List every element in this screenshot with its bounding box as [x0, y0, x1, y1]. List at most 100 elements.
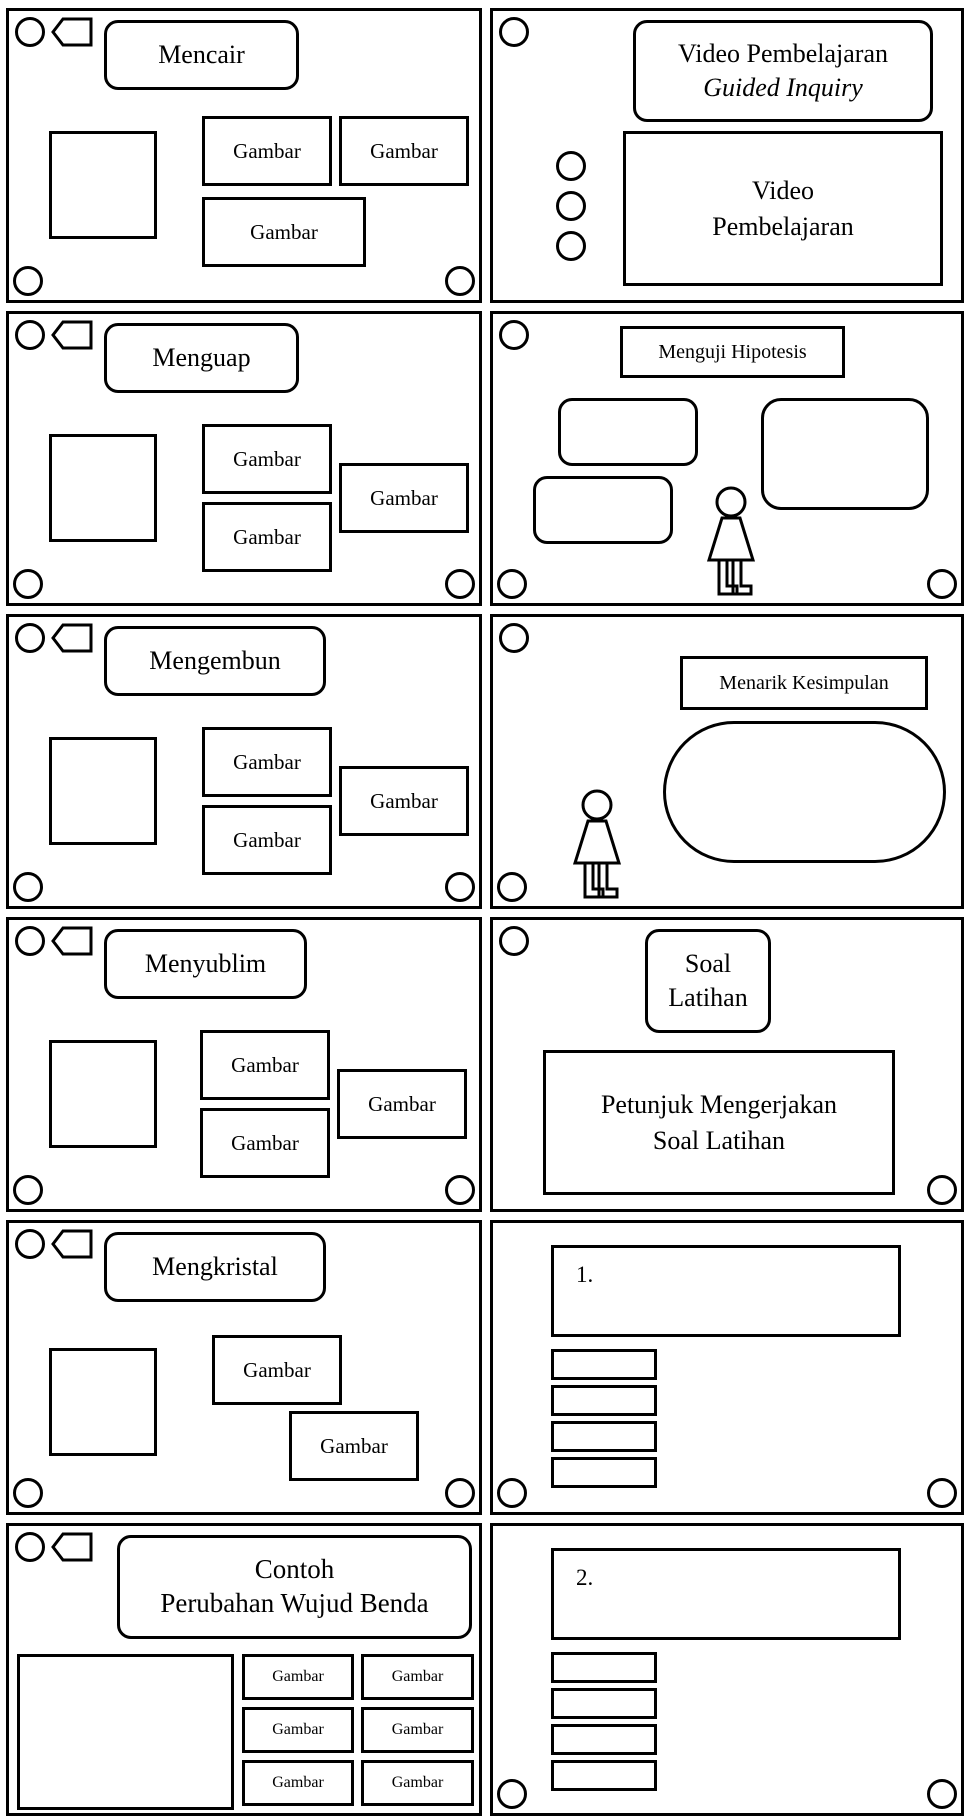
next-circle-icon[interactable] [445, 569, 475, 599]
menu-circle-icon[interactable] [556, 151, 586, 181]
image-placeholder: Gambar [202, 116, 332, 186]
image-placeholder: Gambar [202, 424, 332, 494]
slide-title: Contoh Perubahan Wujud Benda [117, 1535, 472, 1639]
slide-menyublim: Menyublim Gambar Gambar Gambar [6, 917, 482, 1212]
prev-circle-icon[interactable] [13, 872, 43, 902]
answer-option[interactable] [551, 1652, 657, 1683]
home-circle-icon[interactable] [15, 623, 45, 653]
slide-title-line1: Contoh [254, 1554, 335, 1585]
image-placeholder: Gambar [200, 1030, 330, 1100]
back-tag-icon[interactable] [51, 1532, 93, 1562]
question-box: 1. [551, 1245, 901, 1337]
slide-mengkristal: Mengkristal Gambar Gambar [6, 1220, 482, 1515]
image-placeholder: Gambar [202, 727, 332, 797]
slide-title: Menyublim [104, 929, 307, 999]
slide-title: Mengkristal [104, 1232, 326, 1302]
slide-menguap: Menguap Gambar Gambar Gambar [6, 311, 482, 606]
image-placeholder: Gambar [339, 463, 469, 533]
slide-title: Soal Latihan [645, 929, 771, 1033]
home-circle-icon[interactable] [15, 320, 45, 350]
back-tag-icon[interactable] [51, 1229, 93, 1259]
home-circle-icon[interactable] [499, 320, 529, 350]
home-circle-icon[interactable] [15, 17, 45, 47]
answer-option[interactable] [551, 1349, 657, 1380]
next-circle-icon[interactable] [445, 872, 475, 902]
answer-option[interactable] [551, 1760, 657, 1791]
image-placeholder: Gambar [212, 1335, 342, 1405]
slide-title: Mengembun [104, 626, 326, 696]
answer-option[interactable] [551, 1688, 657, 1719]
prev-circle-icon[interactable] [497, 1478, 527, 1508]
prev-circle-icon[interactable] [13, 1175, 43, 1205]
text-bubble [558, 398, 698, 466]
back-tag-icon[interactable] [51, 17, 93, 47]
slide-title: Menguji Hipotesis [620, 326, 845, 378]
home-circle-icon[interactable] [15, 1229, 45, 1259]
next-circle-icon[interactable] [927, 1779, 957, 1809]
instructions-box: Petunjuk Mengerjakan Soal Latihan [543, 1050, 895, 1195]
slide-mengembun: Mengembun Gambar Gambar Gambar [6, 614, 482, 909]
person-figure-icon [569, 789, 625, 909]
back-tag-icon[interactable] [51, 926, 93, 956]
answer-option[interactable] [551, 1724, 657, 1755]
image-placeholder: Gambar [361, 1760, 474, 1806]
image-placeholder: Gambar [289, 1411, 419, 1481]
image-placeholder-large [17, 1654, 234, 1810]
instructions-line1: Petunjuk Mengerjakan [600, 1090, 838, 1120]
conclusion-bubble [663, 721, 946, 863]
slide-title-line1: Video Pembelajaran [678, 39, 888, 69]
next-circle-icon[interactable] [445, 266, 475, 296]
answer-option[interactable] [551, 1385, 657, 1416]
home-circle-icon[interactable] [15, 1532, 45, 1562]
prev-circle-icon[interactable] [13, 266, 43, 296]
next-circle-icon[interactable] [927, 1478, 957, 1508]
image-placeholder: Gambar [242, 1654, 354, 1700]
person-figure-icon [703, 486, 759, 606]
image-placeholder: Gambar [202, 197, 366, 267]
text-bubble [533, 476, 673, 544]
video-player[interactable]: Video Pembelajaran [623, 131, 943, 286]
slide-question-1: 1. [490, 1220, 964, 1515]
prev-circle-icon[interactable] [497, 872, 527, 902]
slide-title-line2: Guided Inquiry [703, 73, 863, 102]
prev-circle-icon[interactable] [13, 1478, 43, 1508]
prev-circle-icon[interactable] [497, 569, 527, 599]
image-placeholder: Gambar [361, 1654, 474, 1700]
instructions-line2: Soal Latihan [652, 1125, 786, 1155]
slide-question-2: 2. [490, 1523, 964, 1816]
next-circle-icon[interactable] [445, 1478, 475, 1508]
slide-title: Menguap [104, 323, 299, 393]
answer-option[interactable] [551, 1421, 657, 1452]
home-circle-icon[interactable] [499, 17, 529, 47]
home-circle-icon[interactable] [499, 926, 529, 956]
question-box: 2. [551, 1548, 901, 1640]
image-placeholder-large [49, 1040, 157, 1148]
next-circle-icon[interactable] [927, 569, 957, 599]
video-label-line1: Video [752, 176, 814, 206]
video-label-line2: Pembelajaran [712, 211, 854, 241]
prev-circle-icon[interactable] [497, 1779, 527, 1809]
home-circle-icon[interactable] [15, 926, 45, 956]
menu-circle-icon[interactable] [556, 231, 586, 261]
slide-title: Mencair [104, 20, 299, 90]
back-tag-icon[interactable] [51, 320, 93, 350]
next-circle-icon[interactable] [445, 1175, 475, 1205]
menu-circle-icon[interactable] [556, 191, 586, 221]
back-tag-icon[interactable] [51, 623, 93, 653]
image-placeholder: Gambar [242, 1760, 354, 1806]
slide-soal-latihan: Soal Latihan Petunjuk Mengerjakan Soal L… [490, 917, 964, 1212]
slide-title-line1: Soal [684, 949, 732, 979]
text-bubble [761, 398, 929, 510]
slide-contoh-perubahan-wujud: Contoh Perubahan Wujud Benda Gambar Gamb… [6, 1523, 482, 1816]
slide-menarik-kesimpulan: Menarik Kesimpulan [490, 614, 964, 909]
next-circle-icon[interactable] [927, 1175, 957, 1205]
prev-circle-icon[interactable] [13, 569, 43, 599]
image-placeholder: Gambar [339, 116, 469, 186]
home-circle-icon[interactable] [499, 623, 529, 653]
image-placeholder: Gambar [200, 1108, 330, 1178]
answer-option[interactable] [551, 1457, 657, 1488]
slide-title: Video Pembelajaran Guided Inquiry [633, 20, 933, 122]
image-placeholder: Gambar [202, 805, 332, 875]
image-placeholder: Gambar [242, 1707, 354, 1753]
image-placeholder: Gambar [202, 502, 332, 572]
